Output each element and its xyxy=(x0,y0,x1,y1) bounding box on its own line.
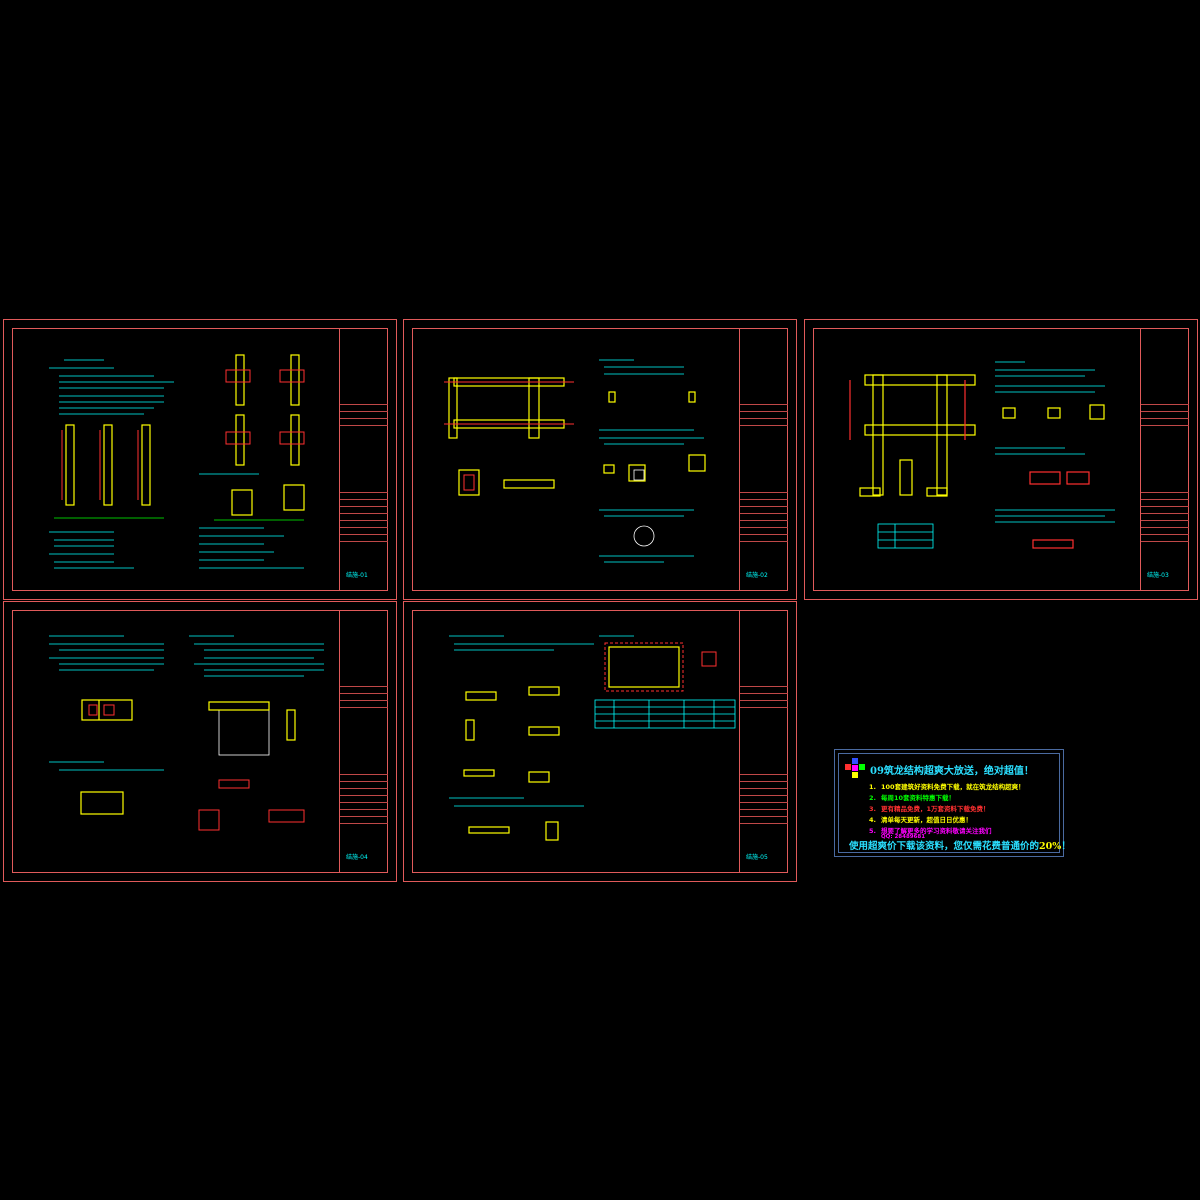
title-block: 结施-02 xyxy=(739,328,788,591)
promo-item-2: 2.每周10套资料特惠下载！ xyxy=(869,794,956,802)
promo-item-5: 5.想要了解更多的学习资料敬请关注我们 xyxy=(869,827,992,835)
sheet-number: 结施-04 xyxy=(346,854,368,861)
sheet-number: 结施-03 xyxy=(1147,572,1169,579)
drawing-sheet-5: 结施-05 xyxy=(403,601,797,882)
promo-item-3: 3.更有精品免费，1万套资料下载免费！ xyxy=(869,805,990,813)
promo-qq: QQ: 28489681 xyxy=(881,834,926,840)
title-block: 结施-04 xyxy=(339,610,388,873)
sheet-number: 结施-02 xyxy=(746,572,768,579)
colorful-logo-icon xyxy=(845,758,865,778)
sheet-number: 结施-01 xyxy=(346,572,368,579)
drawing-sheet-1: 结施-01 xyxy=(3,319,397,600)
drawing-sheet-4: 结施-04 xyxy=(3,601,397,882)
promo-title: 09筑龙结构超爽大放送，绝对超值！ xyxy=(870,766,1034,777)
promo-footer: 使用超爽价下载该资料，您仅需花费普通价的20%！ xyxy=(849,841,1071,852)
title-block: 结施-03 xyxy=(1140,328,1189,591)
sheet-border xyxy=(813,328,1189,591)
promo-item-1: 1.100套建筑好资料免费下载，就在筑龙结构超爽！ xyxy=(869,783,1025,791)
sheet-number: 结施-05 xyxy=(746,854,768,861)
sheet-5-drawing xyxy=(449,635,736,841)
title-block: 结施-01 xyxy=(339,328,388,591)
promo-panel: 09筑龙结构超爽大放送，绝对超值！ 1.100套建筑好资料免费下载，就在筑龙结构… xyxy=(834,749,1071,857)
drawing-sheet-2: 结施-02 xyxy=(403,319,797,600)
sheet-2-drawing xyxy=(444,359,706,563)
sheet-4-drawing xyxy=(49,635,324,831)
sheet-border xyxy=(12,328,388,591)
sheet-1-drawing xyxy=(49,354,305,569)
sheet-3-drawing xyxy=(849,361,1115,549)
title-block: 结施-05 xyxy=(739,610,788,873)
sheet-border xyxy=(12,610,388,873)
promo-item-4: 4.清单每天更新，超值日日优惠！ xyxy=(869,816,972,824)
sheet-border xyxy=(412,610,788,873)
drawing-sheet-3: 结施-03 xyxy=(804,319,1198,600)
promo-border xyxy=(838,753,1060,853)
sheet-border xyxy=(412,328,788,591)
